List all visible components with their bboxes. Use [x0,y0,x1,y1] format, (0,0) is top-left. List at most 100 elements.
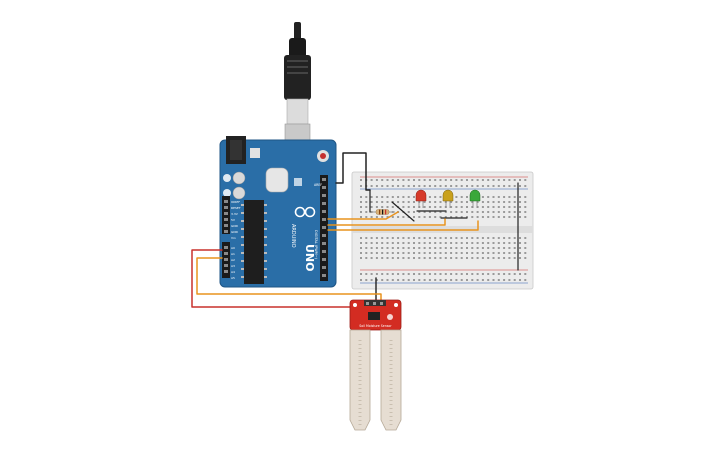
breadboard-hole [471,201,474,203]
breadboard-hole [439,273,442,275]
breadboard-hole [513,216,516,218]
breadboard-hole [444,179,447,181]
breadboard-hole [381,201,384,203]
breadboard-hole [508,206,511,208]
breadboard-hole [418,185,421,187]
breadboard-hole [450,206,453,208]
breadboard-hole [487,211,490,213]
breadboard-hole [439,179,442,181]
breadboard-hole [481,179,484,181]
breadboard-hole [450,185,453,187]
analog-label: A4 [231,270,235,274]
sensor-chip [368,312,380,320]
breadboard-hole [455,196,458,198]
breadboard-hole [471,185,474,187]
breadboard-hole [407,201,410,203]
breadboard-hole [391,257,394,259]
breadboard-hole [497,216,500,218]
soil-moisture-sensor: Soil Moisture Sensor [349,299,402,431]
breadboard-hole [381,179,384,181]
breadboard-hole [413,196,415,198]
breadboard-hole [513,279,516,281]
breadboard-hole [434,242,437,244]
breadboard-hole [375,242,378,244]
breadboard-hole [413,237,415,239]
breadboard-hole [481,196,484,198]
breadboard-hole [407,247,410,249]
breadboard-hole [508,242,511,244]
breadboard-hole [434,201,437,203]
breadboard-hole [524,196,527,198]
breadboard-hole [508,216,511,218]
breadboard-hole [428,196,431,198]
breadboard-hole [508,185,511,187]
breadboard-hole [365,201,368,203]
breadboard-hole [381,216,384,218]
breadboard-hole [360,216,362,218]
breadboard-hole [407,179,410,181]
breadboard-hole [492,237,495,239]
breadboard-hole [476,216,479,218]
breadboard-hole [503,211,506,213]
breadboard-hole [503,237,506,239]
breadboard-hole [460,242,463,244]
breadboard-hole [503,242,506,244]
breadboard-hole [428,273,431,275]
breadboard-hole [397,279,400,281]
breadboard-hole [386,279,389,281]
breadboard-hole [444,273,447,275]
breadboard-hole [450,242,453,244]
breadboard-hole [391,237,394,239]
breadboard-hole [428,206,431,208]
breadboard-hole [476,252,479,254]
breadboard-hole [381,242,384,244]
breadboard-hole [391,273,394,275]
breadboard-hole [519,216,521,218]
breadboard-hole [497,185,500,187]
breadboard-hole [524,201,527,203]
breadboard-hole [407,242,410,244]
breadboard-hole [407,237,410,239]
breadboard-hole [471,211,474,213]
breadboard-hole [423,279,426,281]
breadboard-hole [460,273,463,275]
breadboard-hole [455,273,458,275]
breadboard-hole [397,216,400,218]
breadboard-hole [513,201,516,203]
breadboard-hole [439,257,442,259]
breadboard-hole [524,252,527,254]
breadboard-hole [439,237,442,239]
breadboard-hole [476,185,479,187]
breadboard-hole [439,196,442,198]
breadboard-hole [513,247,516,249]
breadboard-hole [497,279,500,281]
breadboard-hole [439,279,442,281]
breadboard-hole [402,206,405,208]
breadboard-hole [466,237,468,239]
breadboard-hole [519,242,521,244]
breadboard-hole [513,237,516,239]
breadboard-hole [397,237,400,239]
breadboard-hole [434,211,437,213]
breadboard-hole [450,237,453,239]
breadboard-hole [481,206,484,208]
breadboard-hole [402,179,405,181]
breadboard-hole [370,237,373,239]
breadboard-hole [418,273,421,275]
breadboard-hole [455,206,458,208]
breadboard-hole [444,279,447,281]
led-signal-wire [327,218,446,226]
breadboard-hole [428,279,431,281]
breadboard-hole [450,252,453,254]
breadboard-hole [450,211,453,213]
analog-label: A2 [231,258,235,262]
breadboard-hole [481,185,484,187]
breadboard-hole [402,273,405,275]
breadboard-hole [471,273,474,275]
breadboard-hole [402,216,405,218]
crystal [265,167,289,193]
breadboard-hole [492,185,495,187]
breadboard-hole [481,216,484,218]
breadboard-hole [439,185,442,187]
